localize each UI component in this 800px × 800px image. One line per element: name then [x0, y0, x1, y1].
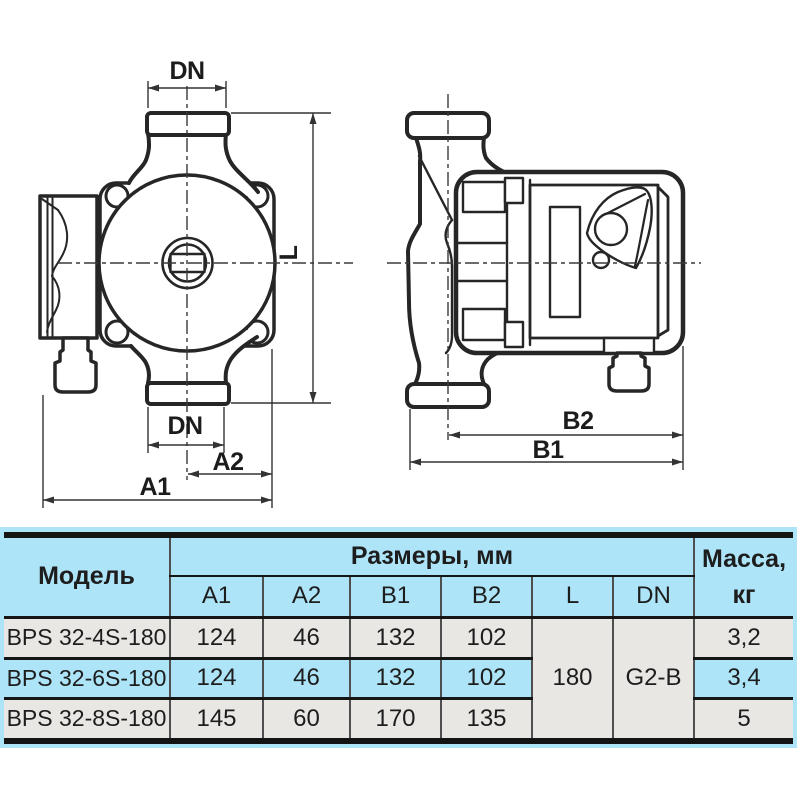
- pipe-flange-bottom: [145, 381, 231, 406]
- table-row: BPS 32-8S-180 145 60 170 135 5: [4, 698, 794, 738]
- cell-mass: 5: [693, 698, 794, 738]
- header-b1: B1: [349, 576, 441, 619]
- spec-table-container: Модель Размеры, мм Масса, кг A1 A2 B1 B2…: [0, 527, 797, 748]
- cell-a1: 145: [169, 698, 263, 738]
- header-l: L: [531, 576, 613, 619]
- cell-a1: 124: [169, 658, 263, 700]
- cell-b1: 132: [349, 658, 441, 700]
- dim-label-a1: A1: [140, 473, 172, 501]
- dimension-lines: [42, 81, 684, 508]
- cell-a2: 60: [262, 698, 350, 738]
- cell-model: BPS 32-8S-180: [4, 698, 170, 738]
- table-row: BPS 32-6S-180 124 46 132 102 3,4: [4, 658, 794, 700]
- indicator-dot: [591, 250, 611, 270]
- nameplate: [548, 205, 582, 319]
- dim-label-dn-bottom: DN: [167, 412, 202, 440]
- terminal-box: [38, 194, 99, 340]
- header-model: Модель: [4, 538, 170, 619]
- cell-b2: 135: [440, 698, 532, 738]
- header-a1: A1: [169, 576, 263, 619]
- header-mass: Масса, кг: [693, 538, 794, 619]
- cell-dn-merged: G2-B: [611, 617, 695, 738]
- cell-a2: 46: [262, 658, 350, 700]
- header-a2: A2: [262, 576, 350, 619]
- spec-table: Модель Размеры, мм Масса, кг A1 A2 B1 B2…: [4, 538, 794, 738]
- cell-model: BPS 32-6S-180: [4, 658, 170, 700]
- cell-a2: 46: [262, 617, 350, 660]
- cell-mass: 3,4: [693, 658, 794, 700]
- cell-b1: 170: [349, 698, 441, 738]
- header-mass-line1: Масса,: [702, 544, 787, 573]
- cable-gland-side: [607, 351, 651, 393]
- dim-label-dn-top: DN: [169, 57, 204, 85]
- dim-label-b1: B1: [533, 436, 565, 464]
- header-mass-line2: кг: [732, 580, 756, 609]
- cell-l-merged: 180: [531, 617, 613, 738]
- header-dimensions: Размеры, мм: [168, 538, 695, 577]
- table-row: BPS 32-4S-180 124 46 132 102 180 G2-B 3,…: [4, 617, 794, 738]
- cell-mass: 3,2: [693, 617, 794, 660]
- center-lines: [58, 86, 701, 480]
- dim-label-b2: B2: [563, 407, 594, 435]
- pump-technical-drawing: DN L DN A2 A1 B2 B1: [38, 57, 701, 508]
- cable-gland-front: [53, 336, 98, 394]
- pump-front-view: [38, 111, 277, 406]
- bolt-hole: [104, 319, 130, 345]
- dimension-arrows: [43, 84, 683, 504]
- pipe-flange-top: [145, 111, 231, 137]
- cell-b1: 132: [349, 617, 441, 660]
- header-dn: DN: [611, 576, 695, 619]
- cell-model: BPS 32-4S-180: [4, 617, 170, 660]
- header-b2: B2: [440, 576, 532, 619]
- dim-label-a2: A2: [213, 448, 244, 476]
- dim-label-l: L: [275, 245, 303, 260]
- cell-a1: 124: [169, 617, 263, 660]
- cell-b2: 102: [440, 617, 532, 660]
- knob-dial: [593, 211, 629, 247]
- cell-b2: 102: [440, 658, 532, 700]
